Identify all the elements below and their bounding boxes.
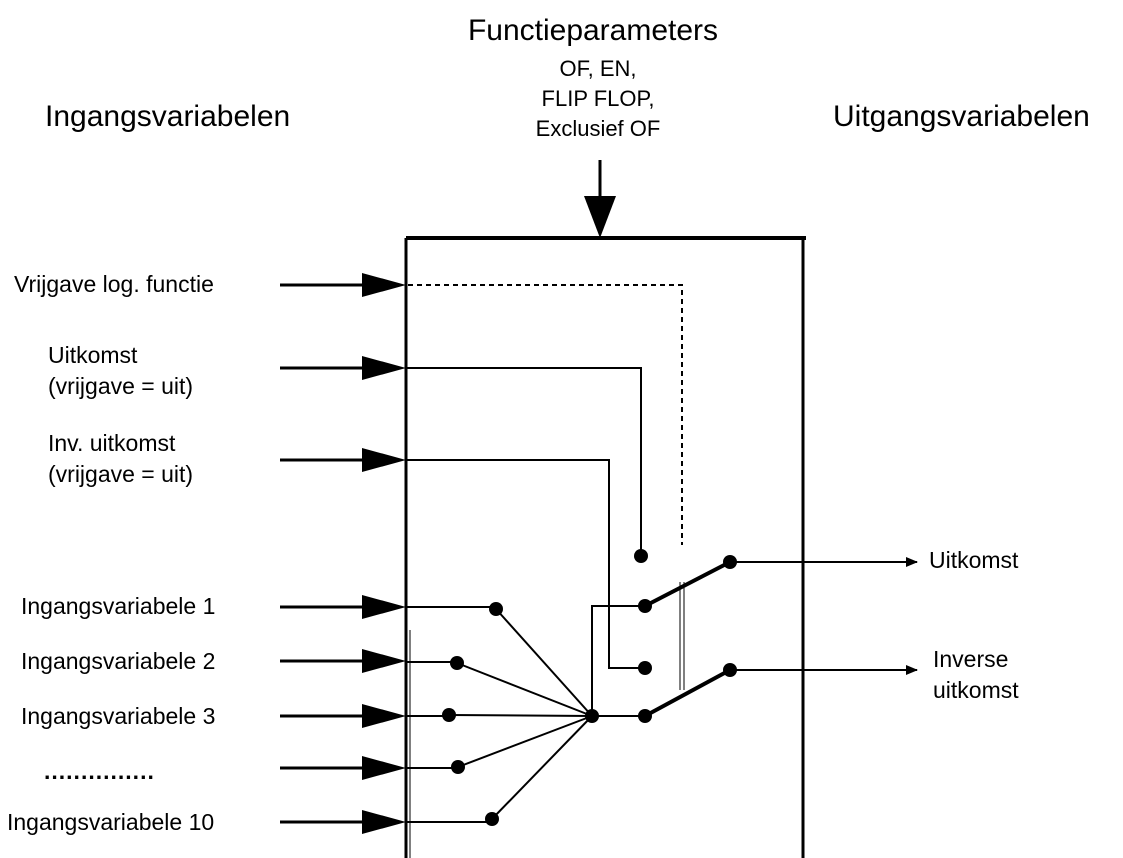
function-block <box>404 236 806 858</box>
output-label-result: Uitkomst <box>929 547 1019 573</box>
function-params-title: Functieparameters <box>468 14 718 47</box>
outputs-title: Uitgangsvariabelen <box>833 100 1090 133</box>
input-arrow-result <box>280 356 406 380</box>
input-arrow-var2 <box>280 649 406 673</box>
logic-to-result-wire <box>591 605 645 716</box>
input-arrow-var1 <box>280 595 406 619</box>
inputs-title: Ingangsvariabelen <box>45 100 290 133</box>
input-label-inv-result-1: Inv. uitkomst <box>48 430 176 456</box>
input-label-var10: Ingangsvariabele 10 <box>7 809 214 835</box>
inverse-switch-blade <box>644 668 731 718</box>
input-arrow-enable <box>280 273 406 297</box>
output-label-inverse-1: Inverse <box>933 646 1008 672</box>
function-params-arrow <box>584 160 616 238</box>
function-params-line-2: FLIP FLOP, <box>542 86 655 111</box>
input-label-var3: Ingangsvariabele 3 <box>21 703 215 729</box>
input-label-var1: Ingangsvariabele 1 <box>21 593 215 619</box>
input-label-inv-result-2: (vrijgave = uit) <box>48 461 193 487</box>
input-label-result-2: (vrijgave = uit) <box>48 373 193 399</box>
input-label-ellipsis: ............... <box>44 758 155 784</box>
result-switch-blade <box>644 560 731 608</box>
input-label-enable: Vrijgave log. functie <box>14 271 214 297</box>
output-label-inverse-2: uitkomst <box>933 677 1019 703</box>
input-arrow-var3 <box>280 704 406 728</box>
inv-result-off-wire <box>406 459 645 669</box>
input-arrow-ellipsis <box>280 756 406 780</box>
logic-fan-in <box>448 608 593 820</box>
input-label-result-1: Uitkomst <box>48 342 138 368</box>
function-params-line-1: OF, EN, <box>559 56 636 81</box>
function-params-line-3: Exclusief OF <box>536 116 661 141</box>
result-off-wire <box>406 367 642 556</box>
result-off-contact <box>634 549 648 563</box>
enable-dashed-line <box>408 284 683 545</box>
input-arrow-var10 <box>280 810 406 834</box>
inv-result-off-contact <box>638 661 652 675</box>
input-arrow-inv-result <box>280 448 406 472</box>
input-label-var2: Ingangsvariabele 2 <box>21 648 215 674</box>
